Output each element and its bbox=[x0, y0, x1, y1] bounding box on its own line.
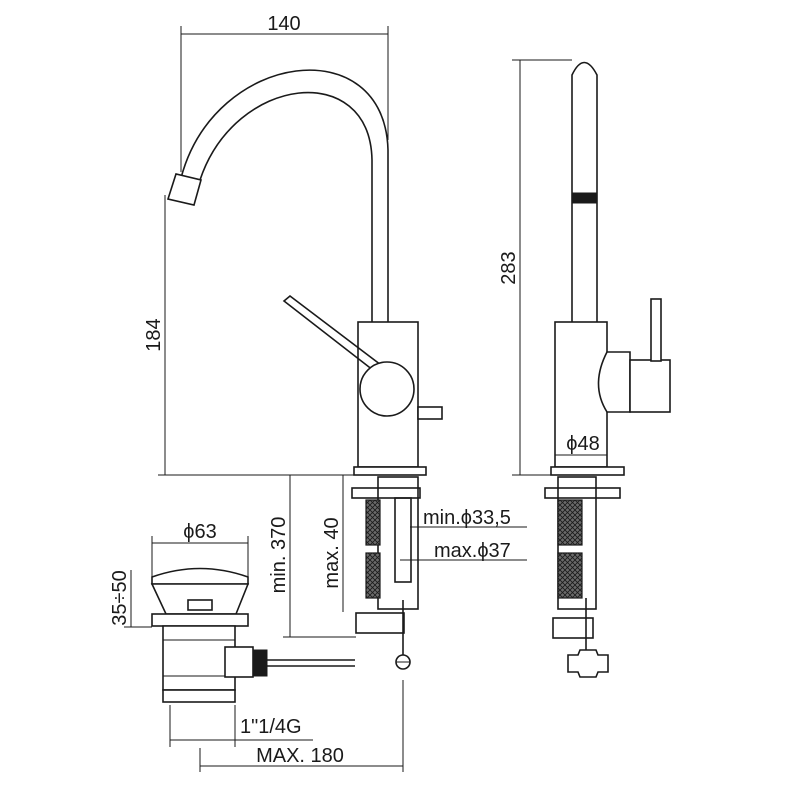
side-view-faucet bbox=[544, 61, 671, 678]
waste-nut bbox=[151, 613, 249, 627]
waste-arm bbox=[224, 646, 254, 678]
dimension-lines bbox=[124, 26, 607, 772]
mounting-nut bbox=[355, 612, 405, 634]
spout-arc bbox=[180, 69, 389, 322]
mounting-plate bbox=[351, 487, 421, 499]
dim-waste-diameter: ϕ63 bbox=[183, 521, 216, 543]
side-hose-upper bbox=[557, 499, 583, 546]
spout-arc-inner bbox=[199, 91, 373, 322]
side-nut bbox=[552, 617, 594, 639]
side-aerator bbox=[571, 192, 598, 204]
side-connector bbox=[567, 649, 609, 678]
side-mounting-plate bbox=[544, 487, 621, 499]
faucet-base bbox=[353, 466, 427, 476]
waste-body-lines bbox=[163, 639, 235, 677]
dim-total-height: 283 bbox=[498, 251, 520, 284]
dim-body-diameter: ϕ48 bbox=[566, 433, 599, 455]
side-lever-cone bbox=[597, 351, 631, 413]
threaded-rod bbox=[394, 497, 412, 583]
waste-body bbox=[162, 625, 236, 691]
dim-hole-max-depth: max. 40 bbox=[321, 517, 343, 588]
waste-arm-nut bbox=[252, 649, 268, 677]
lever-hub bbox=[359, 361, 415, 417]
dim-spout-height: 184 bbox=[143, 318, 165, 351]
side-lever-cap bbox=[629, 359, 671, 413]
side-base bbox=[550, 466, 625, 476]
popup-waste bbox=[150, 567, 355, 703]
side-spout-tube bbox=[571, 61, 598, 322]
dim-rod-max-length: MAX. 180 bbox=[256, 745, 344, 767]
hose-lower-left bbox=[365, 552, 381, 599]
side-lever-stem bbox=[650, 298, 662, 362]
spout-aerator bbox=[166, 173, 202, 206]
front-view-faucet bbox=[166, 69, 443, 670]
popup-knob bbox=[417, 406, 443, 420]
side-hose-lower bbox=[557, 552, 583, 599]
waste-window bbox=[187, 599, 213, 611]
waste-tailpiece bbox=[162, 689, 236, 703]
dim-hose-min-length: min. 370 bbox=[268, 517, 290, 594]
lever-handle bbox=[282, 294, 387, 376]
dim-hole-min-diameter: min.ϕ33,5 bbox=[423, 507, 511, 529]
dim-waste-adjust: 35÷50 bbox=[109, 570, 131, 625]
hose-upper-left bbox=[365, 499, 381, 546]
dim-thread-size: 1"1/4G bbox=[240, 716, 302, 738]
dim-hole-max-diameter: max.ϕ37 bbox=[434, 540, 511, 562]
waste-cap bbox=[151, 567, 249, 585]
dim-width-top: 140 bbox=[267, 13, 300, 35]
